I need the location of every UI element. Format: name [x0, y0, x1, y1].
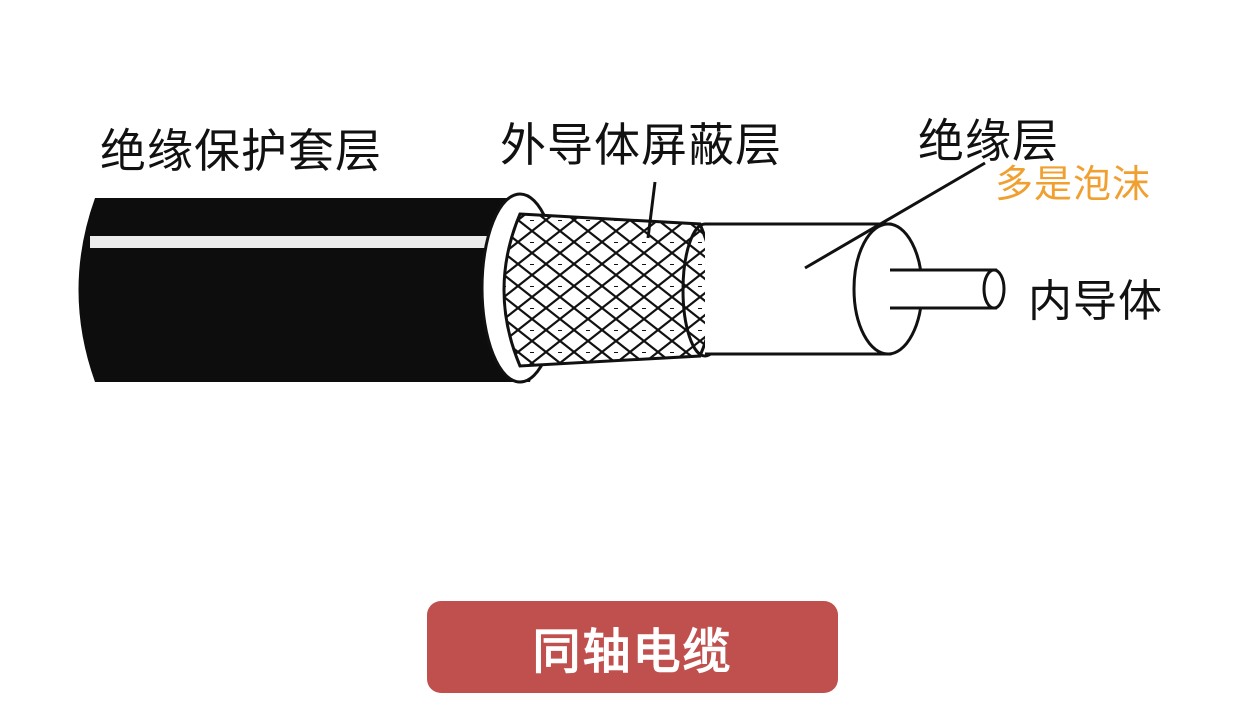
label-insulation: 绝缘层: [918, 114, 1059, 168]
label-insulation-note: 多是泡沫: [995, 162, 1152, 206]
leader-lines: [646, 161, 986, 270]
label-inner-conductor: 内导体: [1028, 276, 1163, 327]
shield-braid: [502, 212, 729, 368]
title-text: 同轴电缆: [532, 624, 733, 680]
inner-conductor: [890, 268, 1006, 310]
insulation-leader-line: [804, 161, 986, 270]
insulation-layer: [705, 222, 924, 356]
title-badge: 同轴电缆: [427, 601, 838, 693]
label-jacket: 绝缘保护套层: [100, 124, 382, 178]
shield-leader-line: [646, 181, 657, 239]
jacket-layer: [78, 198, 545, 382]
label-shield: 外导体屏蔽层: [500, 118, 782, 172]
